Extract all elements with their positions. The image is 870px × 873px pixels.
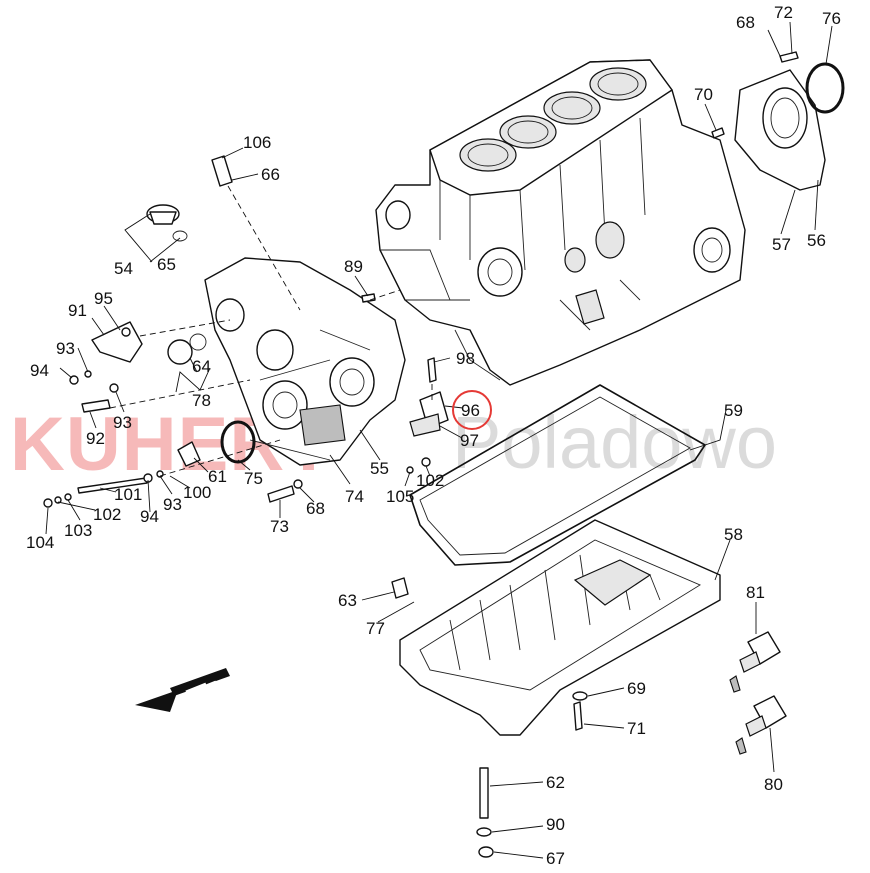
callout-94b: 94: [140, 507, 159, 526]
callout-76: 76: [822, 9, 841, 28]
callout-71: 71: [627, 719, 646, 738]
oil-pan-gasket: [409, 384, 706, 566]
callout-77: 77: [366, 619, 385, 638]
callout-96: 96: [461, 401, 480, 420]
callout-75: 75: [244, 469, 263, 488]
callout-90: 90: [546, 815, 565, 834]
leader-lines: [45, 21, 833, 859]
callout-89: 89: [344, 257, 363, 276]
callout-62: 62: [546, 773, 565, 792]
callout-55: 55: [370, 459, 389, 478]
callout-98: 98: [456, 349, 475, 368]
callout-73: 73: [270, 517, 289, 536]
callout-78: 78: [192, 391, 211, 410]
callout-94a: 94: [30, 361, 49, 380]
callout-56: 56: [807, 231, 826, 250]
callout-58: 58: [724, 525, 743, 544]
callout-69: 69: [627, 679, 646, 698]
timing-cover: [204, 257, 406, 466]
engine-block: [375, 59, 746, 386]
callout-57: 57: [772, 235, 791, 254]
callout-104: 104: [26, 533, 54, 552]
callout-68a: 68: [306, 499, 325, 518]
callout-93c: 93: [163, 495, 182, 514]
callout-93b: 93: [113, 413, 132, 432]
direction-arrow: [135, 668, 230, 712]
callout-102b: 102: [93, 505, 121, 524]
callout-63: 63: [338, 591, 357, 610]
callout-labels: 106 66 54 65 91 95 93 94 64 78 92 93 89 …: [26, 3, 841, 868]
callout-64: 64: [192, 357, 211, 376]
callout-106: 106: [243, 133, 271, 152]
callout-100: 100: [183, 483, 211, 502]
callout-105: 105: [386, 487, 414, 506]
highlight-ring-96: [452, 390, 492, 430]
callout-66: 66: [261, 165, 280, 184]
callout-101: 101: [114, 485, 142, 504]
watermark-suffix: Poladowo: [452, 401, 777, 484]
callout-70: 70: [694, 85, 713, 104]
callout-67: 67: [546, 849, 565, 868]
callout-61: 61: [208, 467, 227, 486]
callout-59: 59: [724, 401, 743, 420]
callout-102a: 102: [416, 471, 444, 490]
callout-97: 97: [460, 431, 479, 450]
callout-80: 80: [764, 775, 783, 794]
callout-74: 74: [345, 487, 364, 506]
callout-68b: 68: [736, 13, 755, 32]
callout-103: 103: [64, 521, 92, 540]
callout-65: 65: [157, 255, 176, 274]
callout-95: 95: [94, 289, 113, 308]
callout-91: 91: [68, 301, 87, 320]
callout-93a: 93: [56, 339, 75, 358]
callout-72: 72: [774, 3, 793, 22]
callout-54: 54: [114, 259, 133, 278]
callout-81: 81: [746, 583, 765, 602]
rear-seal-housing: [734, 62, 845, 191]
assembly-lines: [109, 185, 433, 477]
callout-92: 92: [86, 429, 105, 448]
small-parts: [43, 51, 799, 858]
oil-pan: [399, 519, 721, 736]
